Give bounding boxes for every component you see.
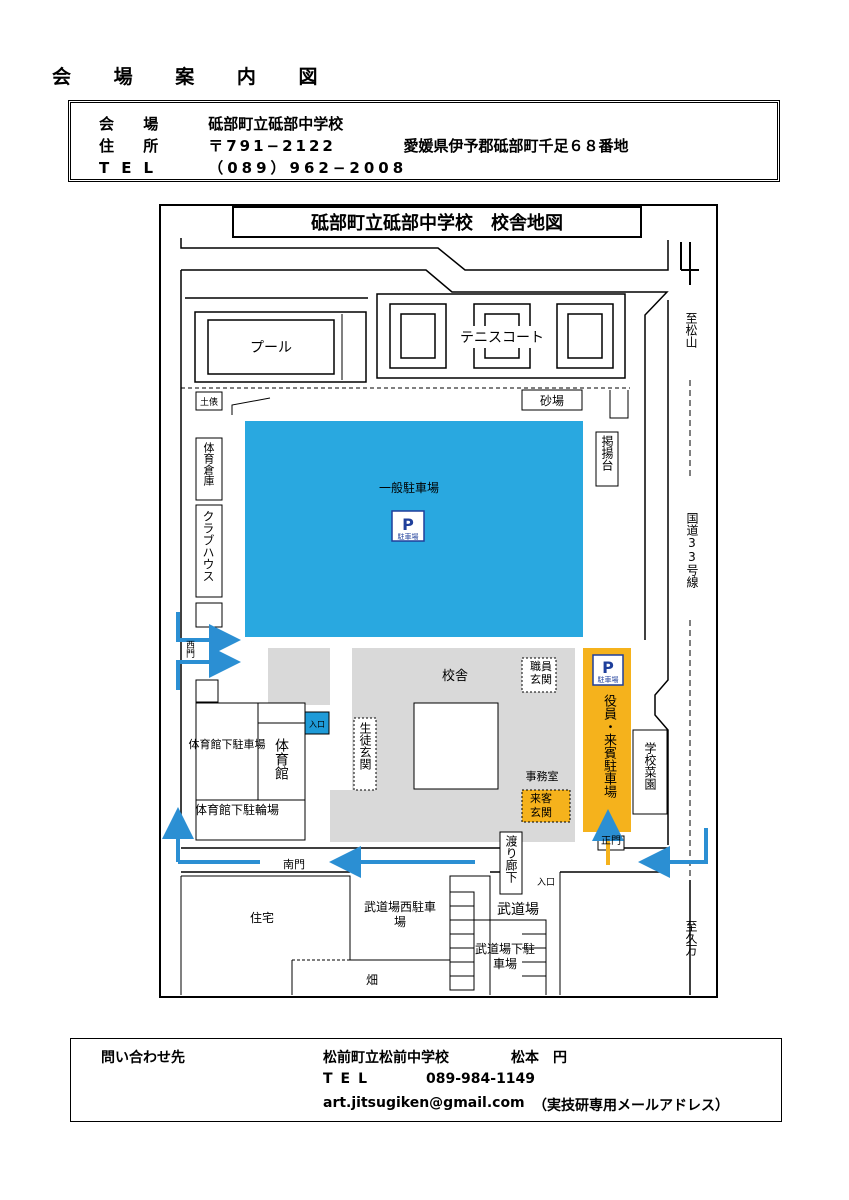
tennis-court-label: テニスコート bbox=[460, 330, 544, 346]
gym-storage bbox=[195, 437, 223, 501]
courtyard bbox=[413, 702, 499, 790]
contact-label: 問い合わせ先 bbox=[101, 1050, 185, 1066]
svg-text:P: P bbox=[602, 658, 614, 677]
contact-school: 松前町立松前中学校 bbox=[323, 1050, 449, 1066]
gym-storage-label: 体育倉庫 bbox=[202, 442, 215, 486]
student-entrance bbox=[353, 717, 377, 791]
address-row: 住 所 〒791−2122 愛媛県伊予郡砥部町千足６８番地 bbox=[99, 135, 628, 156]
to-kuma-label: 至久万 bbox=[684, 920, 698, 956]
contact-tel: 089-984-1149 bbox=[426, 1071, 536, 1087]
venue-label: 会 場 bbox=[99, 115, 171, 133]
gym-entrance bbox=[304, 711, 330, 735]
gym-block bbox=[195, 702, 306, 841]
school-garden bbox=[632, 729, 668, 815]
visitor-entrance-label: 来客玄関 bbox=[530, 792, 552, 819]
svg-text:駐車場: 駐車場 bbox=[398, 532, 419, 541]
north-arrow-icon bbox=[680, 242, 699, 285]
budojo-lower-parking-label: 武道場下駐車場 bbox=[474, 942, 535, 971]
venue-row: 会 場 砥部町立砥部中学校 bbox=[99, 113, 343, 134]
route-arrows bbox=[162, 612, 708, 878]
field-label: 畑 bbox=[366, 973, 378, 987]
page-title: 会 場 案 内 図 bbox=[52, 66, 336, 88]
soil-shed-label: 土俵 bbox=[200, 396, 218, 408]
postal-code: 〒791−2122 bbox=[208, 137, 336, 155]
flag-stand bbox=[595, 431, 619, 487]
building-annex bbox=[268, 648, 330, 705]
contact-tel-label: TEL bbox=[323, 1071, 376, 1087]
small-shed bbox=[195, 602, 223, 628]
svg-text:駐車場: 駐車場 bbox=[598, 675, 619, 684]
gym-entrance-label: 入口 bbox=[309, 720, 325, 729]
school-building-label: 校舎 bbox=[442, 668, 468, 684]
map-title: 砥部町立砥部中学校 校舎地図 bbox=[311, 212, 563, 234]
address-label: 住 所 bbox=[99, 137, 171, 155]
officer-parking-sign-icon: P 駐車場 bbox=[592, 654, 624, 686]
main-gate-label: 正門 bbox=[601, 836, 621, 847]
club-house bbox=[195, 504, 223, 598]
corridor bbox=[499, 831, 523, 895]
club-house-label: クラブハウス bbox=[201, 510, 215, 582]
south-gate-label: 南門 bbox=[283, 858, 305, 871]
officer-parking-label: 役員・来賓駐車場 bbox=[601, 694, 616, 798]
venue-info-box: 会 場 砥部町立砥部中学校 住 所 〒791−2122 愛媛県伊予郡砥部町千足６… bbox=[68, 100, 780, 182]
staff-entrance bbox=[521, 657, 557, 693]
tel-label: TEL bbox=[99, 159, 166, 177]
gym-label: 体育館 bbox=[273, 738, 289, 780]
contact-email-note: （実技研専用メールアドレス） bbox=[533, 1098, 729, 1114]
contact-email[interactable]: art.jitsugiken@gmail.com bbox=[323, 1095, 525, 1111]
gym-lower-bike-label: 体育館下駐輪場 bbox=[195, 802, 279, 817]
budojo-west-parking-label: 武道場西駐車場 bbox=[363, 900, 436, 929]
map-title-box bbox=[232, 206, 642, 238]
west-gate-label: 西門 bbox=[184, 640, 194, 658]
small-shed-2 bbox=[195, 679, 219, 703]
venue-tel: （089）962−2008 bbox=[208, 159, 408, 177]
general-parking-label: 一般駐車場 bbox=[379, 480, 439, 495]
sand-pit bbox=[521, 389, 583, 411]
contact-box: 問い合わせ先 松前町立松前中学校 松本 円 TEL 089-984-1149 a… bbox=[70, 1038, 782, 1122]
flag-stand-label: 掲揚台 bbox=[600, 435, 614, 471]
gym-lower-parking-label: 体育館下駐車場 bbox=[189, 737, 266, 751]
sand-pit-label: 砂場 bbox=[540, 394, 564, 408]
corridor-label: 渡り廊下 bbox=[504, 835, 518, 883]
to-matsuyama-label: 至松山 bbox=[684, 312, 698, 348]
budojo-label: 武道場 bbox=[497, 902, 539, 918]
visitor-entrance bbox=[521, 789, 571, 823]
contact-person: 松本 円 bbox=[511, 1050, 567, 1066]
school-garden-label: 学校菜園 bbox=[643, 742, 657, 790]
staff-entrance-label: 職員玄関 bbox=[530, 660, 552, 686]
route33-label: 国道33号線 bbox=[685, 512, 699, 588]
student-entrance-label: 生徒玄関 bbox=[358, 722, 372, 770]
bottom-area bbox=[180, 872, 561, 995]
pool bbox=[207, 319, 335, 375]
pool-label: プール bbox=[250, 340, 292, 356]
address: 愛媛県伊予郡砥部町千足６８番地 bbox=[403, 137, 629, 155]
svg-text:P: P bbox=[402, 515, 414, 534]
tel-row: TEL （089）962−2008 bbox=[99, 157, 407, 178]
residence-label: 住宅 bbox=[250, 910, 274, 925]
gym-lower-parking-line: 体育館下駐車場 bbox=[189, 737, 266, 751]
entrance2-label: 入口 bbox=[537, 877, 555, 888]
office-label: 事務室 bbox=[526, 769, 559, 783]
soil-shed bbox=[195, 391, 223, 411]
parking-sign-icon: P 駐車場 bbox=[391, 510, 425, 542]
venue-name: 砥部町立砥部中学校 bbox=[208, 115, 344, 133]
